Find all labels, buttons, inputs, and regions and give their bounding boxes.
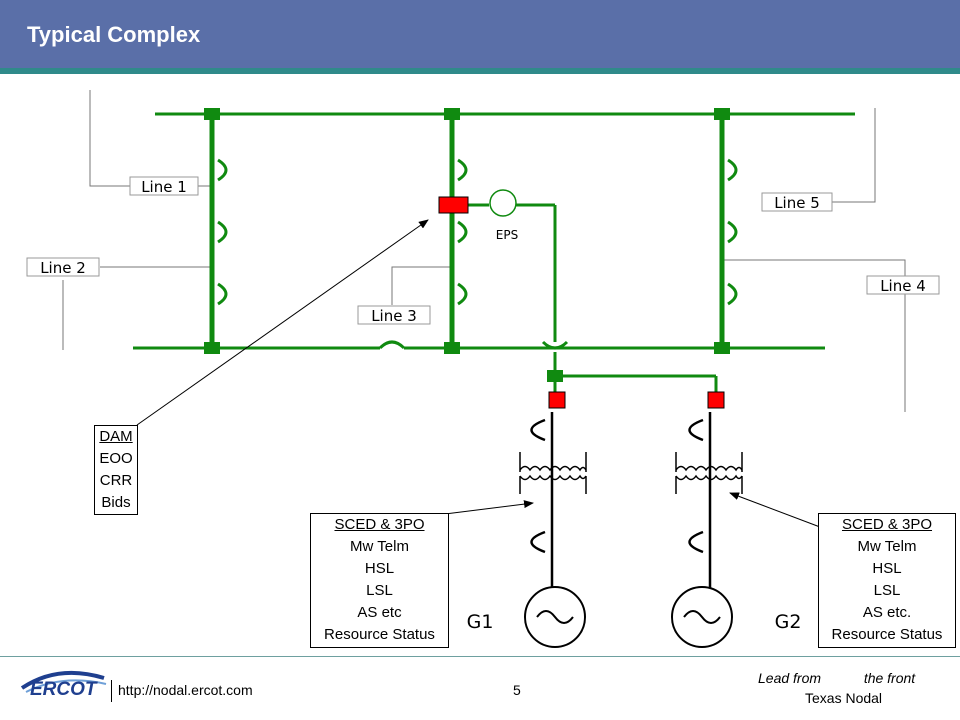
eps-meter-icon <box>489 189 517 217</box>
arrow-sced-left <box>436 500 534 516</box>
sced-box-left-item: AS etc <box>357 604 402 621</box>
arrow-sced-right <box>729 492 821 528</box>
eps-label: EPS <box>496 228 518 242</box>
header-rule <box>0 68 960 74</box>
dam-box-item: EOO <box>99 450 133 467</box>
sced-box-right-item: HSL <box>872 560 902 577</box>
dam-box-item: DAM <box>99 428 133 445</box>
breaker-g2 <box>707 391 725 409</box>
sced-box-left-item: HSL <box>364 560 395 577</box>
bus-junctions <box>204 108 730 382</box>
feeders <box>209 114 725 348</box>
footer-org: Texas Nodal <box>805 690 883 706</box>
sced-box-left-item: Mw Telm <box>350 538 409 555</box>
footer-url[interactable]: http://nodal.ercot.com <box>118 682 253 698</box>
breaker-main <box>438 196 469 214</box>
sced-box-left-item: LSL <box>366 582 393 599</box>
arrow-dam-to-breaker <box>136 219 429 426</box>
line-label-group: Line 1 Line 2 Line 3 Line 4 Line 5 EPS G… <box>26 176 940 633</box>
generator-label-g1: G1 <box>467 611 494 633</box>
bus-crossover <box>378 340 406 350</box>
sced-box-right-item: Resource Status <box>831 626 943 643</box>
slide-title: Typical Complex <box>27 22 201 47</box>
gen1-circuit <box>519 412 587 648</box>
sced-box-right-item: Mw Telm <box>857 538 917 555</box>
pointer-arrows <box>136 219 821 528</box>
eps-branch <box>468 189 718 394</box>
sced-box-right-item: SCED & 3PO <box>841 516 933 533</box>
line-label-2: Line 2 <box>40 259 86 277</box>
generator-label-g2: G2 <box>775 611 802 633</box>
footer-divider <box>111 680 112 702</box>
breakers <box>438 196 725 409</box>
label-leaders <box>62 90 906 412</box>
footer-rule <box>0 656 960 657</box>
switch-arcs <box>217 158 738 306</box>
gen2-circuit <box>671 412 743 648</box>
page-number: 5 <box>513 682 521 698</box>
slide-header <box>0 0 960 68</box>
ercot-logo-icon <box>20 670 107 693</box>
line-label-1: Line 1 <box>141 178 187 196</box>
dam-info-box: DAM EOO CRR Bids <box>94 425 138 515</box>
sced-box-left-item: SCED & 3PO <box>334 516 425 533</box>
buses <box>133 112 855 350</box>
sced-box-right-item: AS etc. <box>862 604 912 621</box>
sced-box-right-item: LSL <box>873 582 901 599</box>
dam-box-item: CRR <box>99 472 133 489</box>
breaker-g1 <box>548 391 566 409</box>
line-label-5: Line 5 <box>774 194 820 212</box>
one-line-diagram: Line 1 Line 2 Line 3 Line 4 Line 5 EPS G… <box>26 90 940 648</box>
line-label-4: Line 4 <box>880 277 926 295</box>
footer-tagline: Lead from the front <box>758 670 916 686</box>
dam-box-item: Bids <box>101 494 131 511</box>
sced-box-left-item: Resource Status <box>324 626 435 643</box>
line-label-3: Line 3 <box>371 307 417 325</box>
ercot-logo-text: ERCOT <box>30 679 97 700</box>
